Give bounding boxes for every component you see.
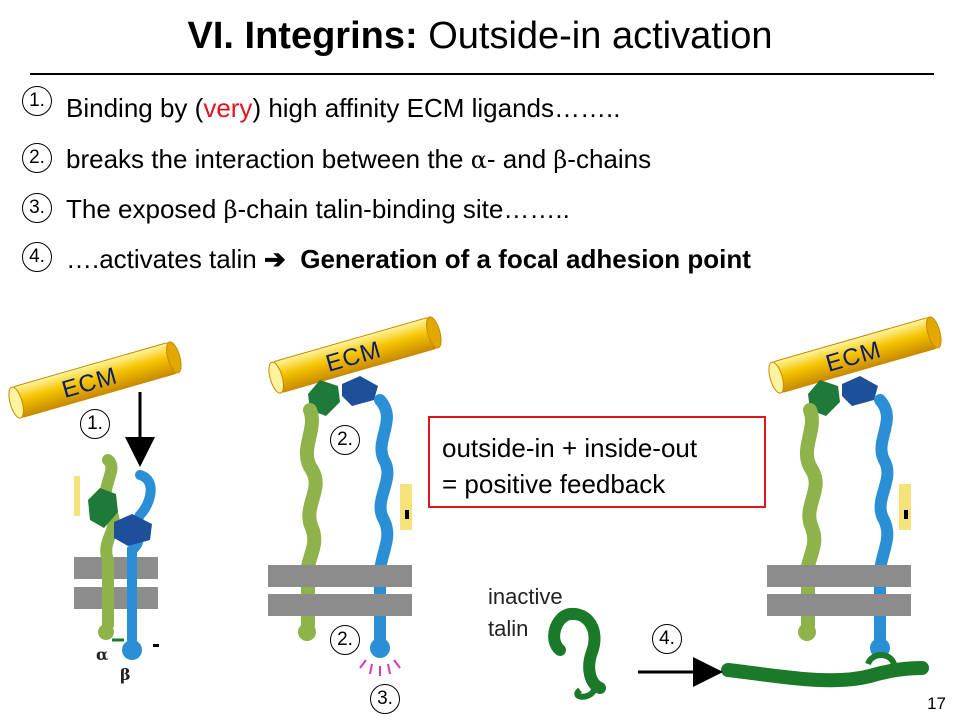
beta-label: β [120,665,131,684]
panel-3: ECM [721,316,942,688]
point-3: The exposed β-chain talin-binding site……… [66,194,570,225]
panel-2: ECM [268,316,442,676]
slide-title: VI. Integrins: Outside-in activation [0,14,960,58]
membrane-lower [767,594,911,616]
figure-marker-4: 4. [652,624,682,654]
point-4: ….activates talin ➔ Generation of a foca… [66,244,751,274]
point-1-pre: Binding by ( [66,93,204,123]
page-number: 17 [927,694,946,713]
alpha-chain [800,403,823,632]
alpha-head [88,488,118,528]
alpha-symbol: α [470,146,487,174]
alpha-tail [98,624,114,640]
figure-marker-3: 3. [370,684,400,714]
beta-symbol: β [553,146,568,174]
right-arrow-icon: ➔ [263,244,286,274]
beta-chain [373,394,394,646]
point-2-post: -chains [567,144,652,174]
ecm-stub [74,476,80,516]
ecm-stub [899,484,911,530]
point-4-text: ….activates talin [66,244,264,274]
inactive-talin-label-1: inactive [488,584,563,609]
point-number-1: 1. [22,86,52,116]
talin-binding-cup [865,652,897,666]
exposed-site-burst-icon [359,659,401,676]
point-number-3: 3. [22,193,52,223]
panel-1: ECM α β [8,341,182,684]
point-2: breaks the interaction between the α- an… [66,144,651,175]
membrane-upper [268,565,412,587]
point-1: Binding by (very) high affinity ECM liga… [66,93,620,123]
beta-head [114,514,152,546]
membrane-lower [268,594,412,616]
active-talin [721,661,929,688]
point-3-text: The exposed [66,194,224,224]
membrane-upper [767,565,911,587]
alpha-chain [99,454,120,631]
membrane-upper [74,557,158,579]
alpha-label: α [96,645,108,664]
beta-chain [873,394,894,646]
alpha-tail [798,623,816,641]
alpha-chain [300,403,323,632]
figure-marker-1: 1. [80,409,110,439]
feedback-callout: outside-in + inside-out = positive feedb… [428,416,766,508]
point-3-post: -chain talin-binding site…….. [237,194,570,224]
beta-tail [122,640,142,660]
point-number-4: 4. [22,242,52,272]
inactive-talin [548,607,606,694]
callout-line-2: = positive feedback [442,469,666,499]
beta-tail [370,638,390,658]
beta-head [342,376,378,406]
figure-marker-2b: 2. [330,625,360,655]
point-2-mid: - and [486,144,554,174]
beta-chain [127,470,156,645]
point-number-2: 2. [22,143,52,173]
inactive-talin-label-2: talin [488,616,529,641]
callout-line-1: outside-in + inside-out [442,433,698,463]
beta-head [842,376,878,406]
title-underline [30,73,934,75]
point-1-emphasis: very [203,93,253,123]
point-4-bold: Generation of a focal adhesion point [300,244,751,274]
alpha-tail [298,623,316,641]
title-bold: VI. Integrins: [187,15,418,57]
figure-marker-2a: 2. [330,425,360,455]
point-2-text: breaks the interaction between the [66,144,471,174]
point-1-post: ) high affinity ECM ligands…….. [252,93,621,123]
beta-symbol: β [223,196,238,224]
ecm-cylinder-1: ECM [8,341,182,419]
title-rest: Outside-in activation [417,15,773,57]
membrane-lower [74,587,158,609]
ecm-stub [400,484,412,530]
